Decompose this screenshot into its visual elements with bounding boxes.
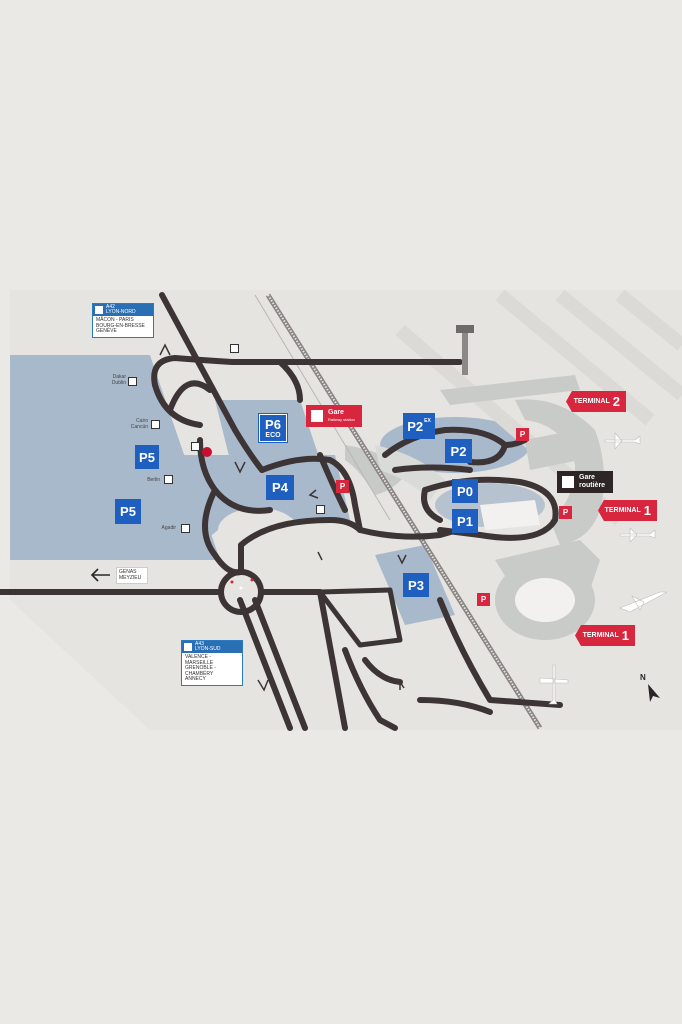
shuttle-bus-icon-2 xyxy=(151,420,160,429)
parking-p2-label: P2 xyxy=(450,443,467,459)
arrow-left-icon xyxy=(90,568,110,582)
shuttle-bus-icon-7 xyxy=(316,505,325,514)
road-arrows xyxy=(159,343,407,692)
parking-p4-badge[interactable]: P4 xyxy=(266,475,294,500)
motorway-icon xyxy=(95,306,103,314)
shuttle-stop-dakar: Dakar Dublin xyxy=(100,374,126,386)
plane-icons xyxy=(539,432,668,705)
parking-p0-label: P0 xyxy=(457,483,473,499)
terminal-1-number-lower: 1 xyxy=(621,628,629,643)
short-stay-parking-icon-3[interactable]: P xyxy=(559,506,572,519)
parking-p2-ex-sup: EX xyxy=(424,418,431,424)
parking-p6-badge[interactable]: P6 ECO xyxy=(259,414,287,442)
parking-p1-badge[interactable]: P1 xyxy=(452,509,478,533)
bus-icon xyxy=(560,474,576,490)
a42-dest-2: BOURG-EN-BRESSE xyxy=(96,322,145,329)
shuttle-cancun-2: Cancún xyxy=(130,423,148,430)
shuttle-bus-icon-1 xyxy=(128,377,137,386)
compass-arrow-icon xyxy=(648,684,660,702)
terminal-2-label: TERMINAL xyxy=(573,398,610,405)
bus-station-label-1: Gare xyxy=(579,474,595,481)
shuttle-bus-icon-6 xyxy=(191,442,200,451)
train-icon xyxy=(309,408,325,424)
a43-dest-1: VALENCE - MARSEILLE xyxy=(185,654,214,666)
parking-p2-ex-label: P2 xyxy=(407,418,424,434)
genas-dest-2: MEYZIEU xyxy=(119,574,142,581)
motorway-icon xyxy=(184,643,192,651)
a43-dest-3: ANNECY xyxy=(185,676,206,682)
shuttle-cancun-1: Cairo xyxy=(136,418,148,424)
a43-subtitle: LYON-SUD xyxy=(195,646,221,652)
parking-p6-sub: ECO xyxy=(265,431,281,439)
shuttle-agadir: Agadir xyxy=(161,525,176,531)
shuttle-stop-berlin: Berlin xyxy=(136,477,160,484)
shuttle-dakar-2: Dublin xyxy=(111,379,126,386)
shuttle-dakar-1: Dakar xyxy=(112,374,126,380)
terminal-1-label-lower: TERMINAL xyxy=(582,632,619,639)
a42-road-sign: A42 LYON-NORD MÂCON - PARIS BOURG-EN-BRE… xyxy=(92,303,154,338)
shuttle-bus-icon-4 xyxy=(181,524,190,533)
control-tower-icon xyxy=(456,325,474,375)
genas-dest-1: GENAS xyxy=(119,569,137,575)
a43-road-sign: A43 LYON-SUD VALENCE - MARSEILLE GRENOBL… xyxy=(181,640,243,686)
a42-dest-1: MÂCON - PARIS xyxy=(96,317,134,323)
railway-station-label: Gare xyxy=(328,409,344,416)
parking-p4-label: P4 xyxy=(272,480,288,495)
roads xyxy=(0,292,563,731)
a42-title: A42 xyxy=(106,304,115,310)
short-stay-parking-icon-1[interactable]: P xyxy=(336,480,349,493)
parking-p2-badge[interactable]: P2 xyxy=(445,439,472,463)
bus-station-label-2: routière xyxy=(579,482,606,489)
parking-p3-badge[interactable]: P3 xyxy=(403,573,429,597)
railway-station-badge[interactable]: Gare Railway station xyxy=(306,405,362,427)
parking-p5-badge-2[interactable]: P5 xyxy=(115,499,141,524)
parking-p6-label: P6 xyxy=(265,416,281,432)
p4-hole xyxy=(218,508,298,552)
short-stay-parking-icon-2[interactable]: P xyxy=(516,428,529,441)
shuttle-bus-icon-5 xyxy=(230,344,239,353)
parking-p1-label: P1 xyxy=(457,513,473,529)
fuel-station-icon xyxy=(202,447,212,457)
a43-dest-2: GRENOBLE - CHAMBÉRY xyxy=(185,665,216,677)
shuttle-stop-cancun: Cairo Cancún xyxy=(122,418,148,430)
a42-subtitle: LYON-NORD xyxy=(106,309,136,315)
roundabout-flags xyxy=(230,578,254,590)
terminal-1-number-upper: 1 xyxy=(643,503,651,518)
parking-p0-badge[interactable]: P0 xyxy=(452,479,478,503)
a42-dest-3: GENÈVE xyxy=(96,328,117,334)
shuttle-berlin: Berlin xyxy=(147,477,160,483)
parking-p3-label: P3 xyxy=(408,577,424,593)
parking-p5-label-1: P5 xyxy=(139,449,155,465)
genas-road-sign: GENAS MEYZIEU xyxy=(116,567,148,584)
terminal-2-number: 2 xyxy=(612,394,620,409)
parking-p5-label-2: P5 xyxy=(120,504,136,519)
short-stay-parking-icon-4[interactable]: P xyxy=(477,593,490,606)
compass-north-label: N xyxy=(640,673,646,682)
parking-p2-ex-badge[interactable]: P2 EX xyxy=(403,413,435,439)
parking-p5-badge-1[interactable]: P5 xyxy=(135,445,159,469)
shuttle-stop-agadir: Agadir xyxy=(150,525,176,532)
bus-station-badge[interactable]: Gare routière xyxy=(557,471,613,493)
shuttle-bus-icon-3 xyxy=(164,475,173,484)
terminal-1-label-upper: TERMINAL xyxy=(604,507,641,514)
a43-title: A43 xyxy=(195,641,204,647)
railway-station-sublabel: Railway station xyxy=(328,417,355,422)
